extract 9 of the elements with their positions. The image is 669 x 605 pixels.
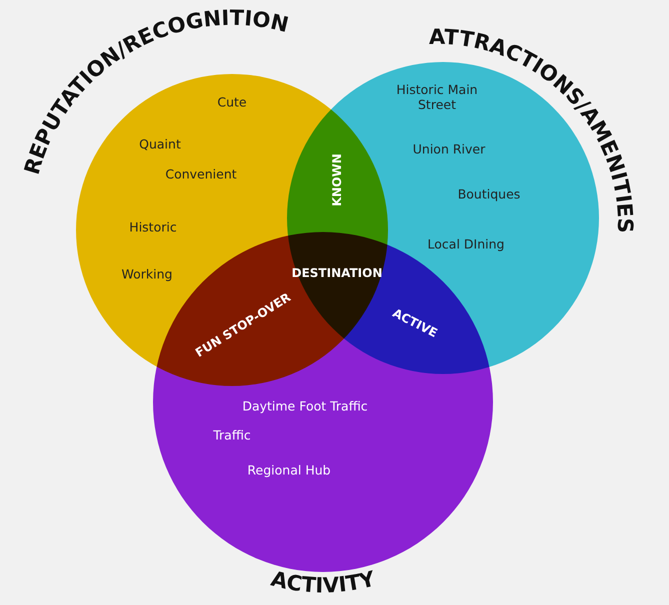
item-text: Regional Hub: [247, 462, 331, 478]
set-heading: ACTIVITY: [268, 566, 378, 598]
overlap-label: DESTINATION: [292, 266, 382, 280]
item-text: Historic: [129, 220, 177, 234]
item-text: Traffic: [213, 428, 251, 442]
item-text: Daytime Foot Traffic: [242, 398, 368, 414]
item-text: Local DIning: [428, 236, 504, 252]
overlap-label: KNOWN: [330, 154, 344, 206]
item-text: Working: [122, 266, 172, 282]
